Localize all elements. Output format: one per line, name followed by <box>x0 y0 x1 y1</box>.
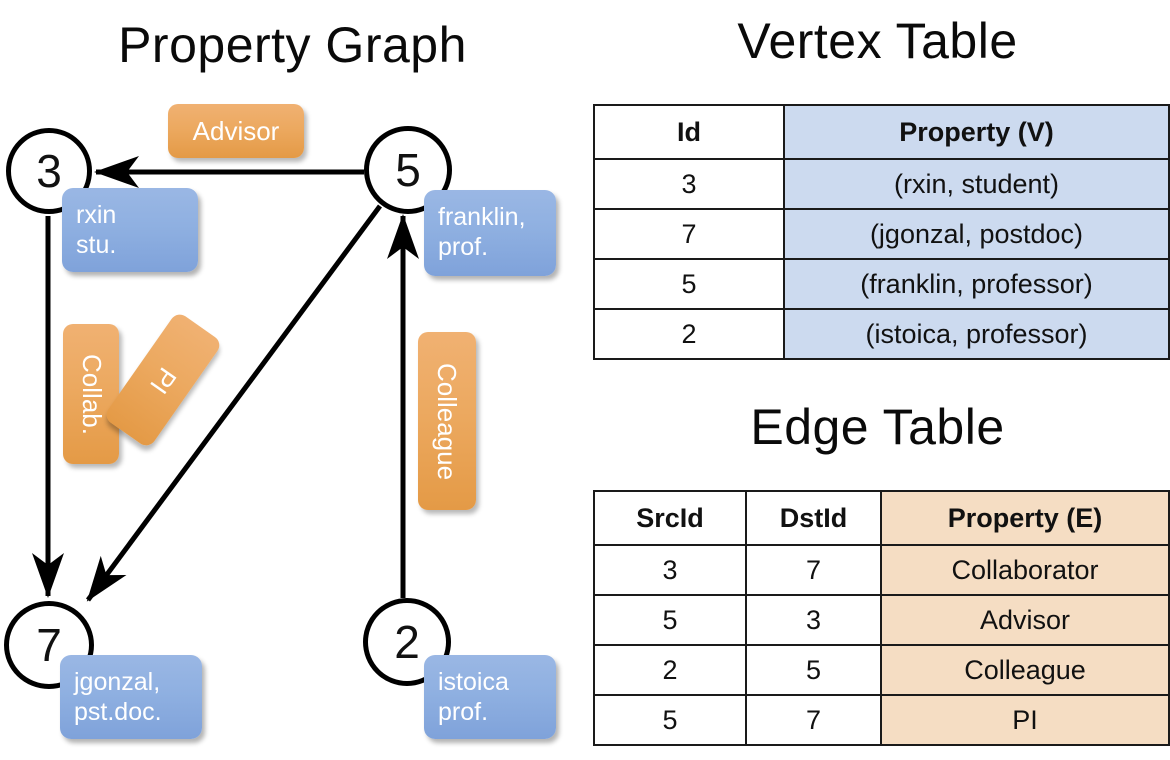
edge-table-cell-srcid: 3 <box>593 544 747 596</box>
edge-table-header-dstid: DstId <box>745 490 882 546</box>
edge-table-cell-property: Colleague <box>880 644 1170 696</box>
edge-table: SrcId DstId Property (E) 3 7 Collaborato… <box>593 490 1170 746</box>
edge-label-collab: Collab. <box>63 324 119 464</box>
vertex-table-cell-property: (franklin, professor) <box>783 258 1170 310</box>
vertex-table-header-property: Property (V) <box>783 104 1170 160</box>
table-row[interactable]: 2 (istoica, professor) <box>593 308 1170 360</box>
table-row[interactable]: 3 (rxin, student) <box>593 158 1170 210</box>
edge-table-cell-dstid: 5 <box>745 644 882 696</box>
graph-vertex-5[interactable]: 5 <box>364 126 452 214</box>
edge-table-header-srcid: SrcId <box>593 490 747 546</box>
edge-table-cell-srcid: 5 <box>593 694 747 746</box>
edge-table-header-property: Property (E) <box>880 490 1170 546</box>
vertex-property-box-jgonzal: jgonzal, pst.doc. <box>60 655 202 739</box>
graph-vertex-2[interactable]: 2 <box>363 598 451 686</box>
graph-edges-svg <box>32 156 419 602</box>
vertex-table-cell-property: (istoica, professor) <box>783 308 1170 360</box>
vertex-table-header-row: Id Property (V) <box>593 104 1170 160</box>
vertex-table: Id Property (V) 3 (rxin, student) 7 (jgo… <box>593 104 1170 360</box>
edge-table-header-row: SrcId DstId Property (E) <box>593 490 1170 546</box>
edge-table-cell-dstid: 7 <box>745 694 882 746</box>
vertex-property-box-rxin: rxin stu. <box>62 188 198 272</box>
vertex-table-cell-id: 2 <box>593 308 785 360</box>
vertex-table-cell-property: (rxin, student) <box>783 158 1170 210</box>
edge-table-cell-srcid: 2 <box>593 644 747 696</box>
table-row[interactable]: 5 7 PI <box>593 694 1170 746</box>
edge-label-advisor: Advisor <box>168 104 304 158</box>
page-title-property-graph: Property Graph <box>118 17 467 73</box>
vertex-property-box-franklin: franklin, prof. <box>424 190 556 276</box>
edge-table-cell-srcid: 5 <box>593 594 747 646</box>
table-row[interactable]: 5 3 Advisor <box>593 594 1170 646</box>
edge-table-cell-dstid: 7 <box>745 544 882 596</box>
edge-label-advisor-text: Advisor <box>192 115 280 146</box>
vertex-table-cell-property: (jgonzal, postdoc) <box>783 208 1170 260</box>
edge-label-pi-text: PI <box>144 361 183 399</box>
edge-label-colleague-text: Colleague <box>432 362 463 480</box>
edge-table-cell-property: Advisor <box>880 594 1170 646</box>
edge-table-cell-property: Collaborator <box>880 544 1170 596</box>
page-title-edge-table: Edge Table <box>750 399 1005 455</box>
vertex-table-cell-id: 3 <box>593 158 785 210</box>
page-title-vertex-table: Vertex Table <box>737 13 1018 69</box>
table-row[interactable]: 7 (jgonzal, postdoc) <box>593 208 1170 260</box>
vertex-table-cell-id: 7 <box>593 208 785 260</box>
property-graph-panel: Property Graph 3 5 7 2 rxin stu. frankli… <box>4 17 556 739</box>
table-row[interactable]: 3 7 Collaborator <box>593 544 1170 596</box>
edge-label-colleague: Colleague <box>418 332 476 510</box>
vertex-property-box-istoica: istoica prof. <box>424 655 556 739</box>
edge-5-to-7-pi <box>85 204 383 602</box>
vertex-table-header-id: Id <box>593 104 785 160</box>
edge-label-collab-text: Collab. <box>76 353 107 435</box>
table-row[interactable]: 2 5 Colleague <box>593 644 1170 696</box>
vertex-table-cell-id: 5 <box>593 258 785 310</box>
edge-table-cell-dstid: 3 <box>745 594 882 646</box>
edge-table-cell-property: PI <box>880 694 1170 746</box>
table-row[interactable]: 5 (franklin, professor) <box>593 258 1170 310</box>
